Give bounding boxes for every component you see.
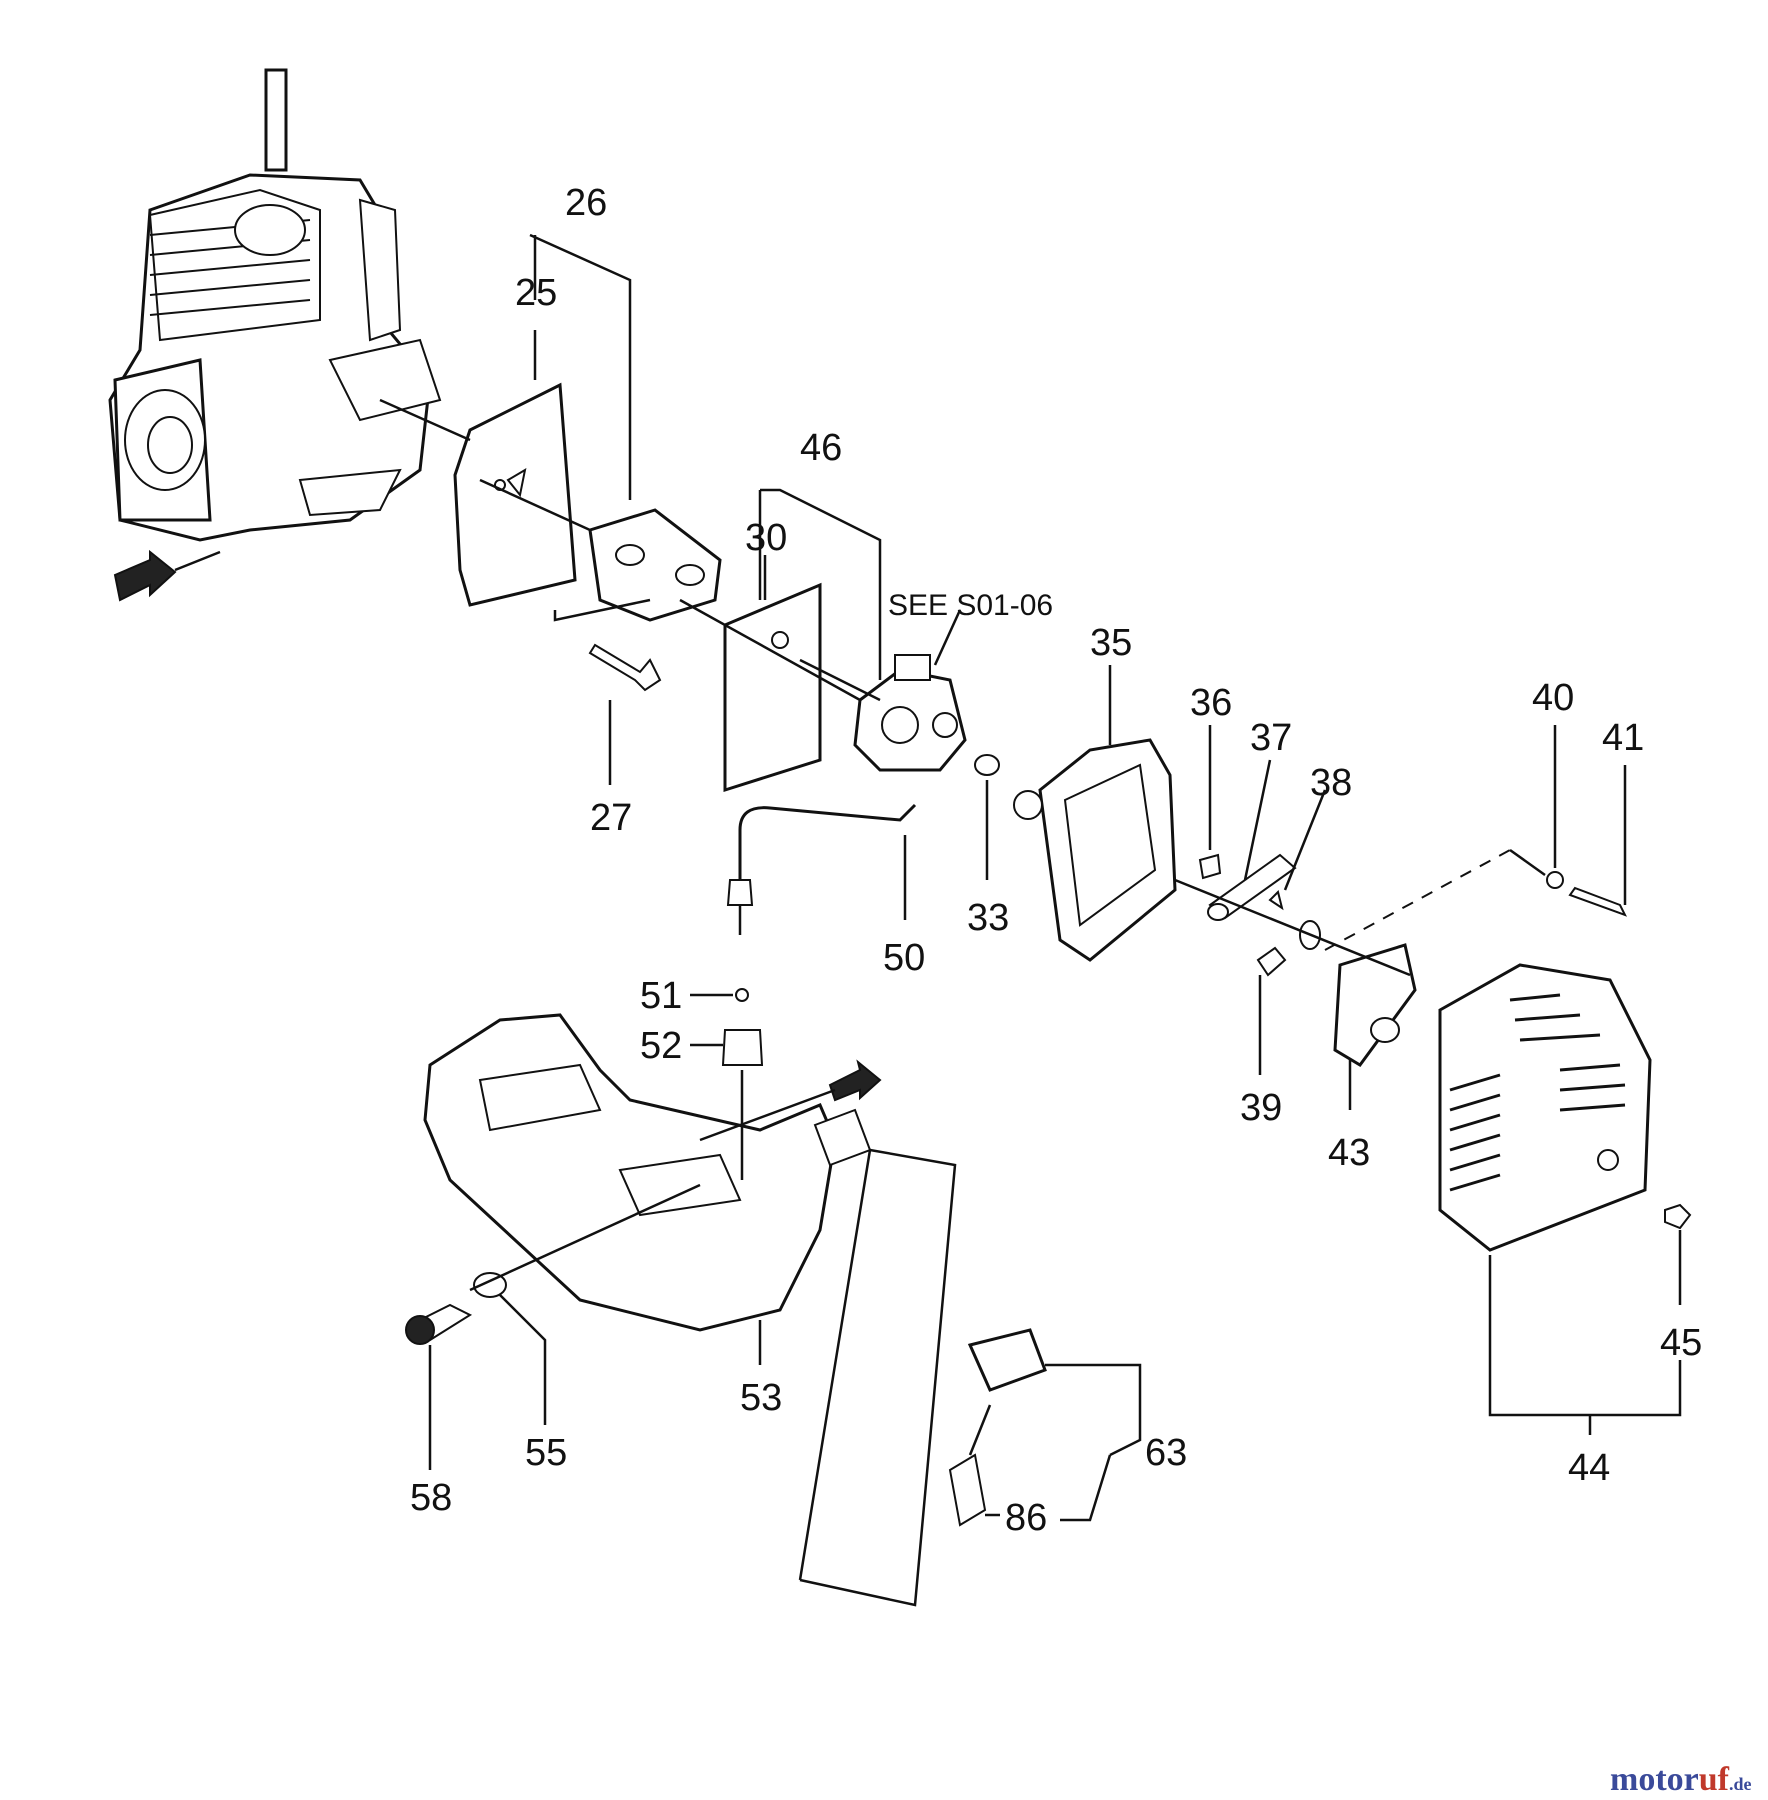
callout-41: 41 xyxy=(1602,717,1644,759)
callout-40: 40 xyxy=(1532,677,1574,719)
screw-45-drawing xyxy=(1664,1203,1692,1230)
spring-38-drawing xyxy=(1268,890,1284,911)
fuel-cap-63-drawing xyxy=(967,1328,1047,1392)
callout-43: 43 xyxy=(1328,1132,1370,1174)
callout-51: 51 xyxy=(640,975,682,1017)
washer-40-drawing xyxy=(1546,871,1564,889)
callout-26: 26 xyxy=(565,182,607,224)
part-51-drawing xyxy=(735,988,749,1002)
callout-46: 46 xyxy=(800,427,842,469)
insulator-26-drawing xyxy=(588,508,722,622)
screw-41-drawing xyxy=(1568,886,1628,917)
callout-33: 33 xyxy=(967,897,1009,939)
callout-53: 53 xyxy=(740,1377,782,1419)
callout-37: 37 xyxy=(1250,717,1292,759)
callout-58: 58 xyxy=(410,1477,452,1519)
engine-block-drawing xyxy=(108,68,442,542)
callout-25: 25 xyxy=(515,272,557,314)
callout-86: 86 xyxy=(1005,1497,1047,1539)
part-36-drawing xyxy=(1198,853,1222,880)
callout-52: 52 xyxy=(640,1025,682,1067)
watermark-logo: motoruf.de xyxy=(1610,1761,1751,1798)
direction-arrow-icon xyxy=(113,549,177,602)
direction-arrow-icon xyxy=(828,1059,882,1102)
callout-55: 55 xyxy=(525,1432,567,1474)
callout-44: 44 xyxy=(1568,1447,1610,1489)
callout-63: 63 xyxy=(1145,1432,1187,1474)
fuel-line-50-drawing xyxy=(738,803,917,880)
gasket-30-drawing xyxy=(723,582,822,793)
watermark-part1: motor xyxy=(1610,1761,1699,1798)
fuel-tank-53-drawing xyxy=(423,1013,872,1332)
watermark-suffix: .de xyxy=(1729,1774,1752,1794)
leader-lines xyxy=(379,233,1682,1607)
see-reference-note: SEE S01-06 xyxy=(888,589,1053,622)
filter-element-43-drawing xyxy=(1333,943,1417,1067)
callout-36: 36 xyxy=(1190,682,1232,724)
callout-27: 27 xyxy=(590,797,632,839)
callout-50: 50 xyxy=(883,937,925,979)
grommet-55-drawing xyxy=(473,1272,507,1298)
bolt-27-drawing xyxy=(588,643,662,692)
callout-35: 35 xyxy=(1090,622,1132,664)
part-52-drawing xyxy=(721,1029,764,1066)
air-cleaner-cover-44-drawing xyxy=(1438,963,1652,1252)
carburetor-46-drawing xyxy=(853,654,967,772)
air-cleaner-base-35-drawing xyxy=(1013,738,1177,962)
filter-86-drawing xyxy=(948,1453,987,1527)
callout-38: 38 xyxy=(1310,762,1352,804)
callout-30: 30 xyxy=(745,517,787,559)
callout-39: 39 xyxy=(1240,1087,1282,1129)
clip-39-drawing xyxy=(1256,946,1287,977)
o-ring-33-drawing xyxy=(974,754,1000,776)
callout-45: 45 xyxy=(1660,1322,1702,1364)
watermark-part2: uf xyxy=(1699,1761,1730,1798)
